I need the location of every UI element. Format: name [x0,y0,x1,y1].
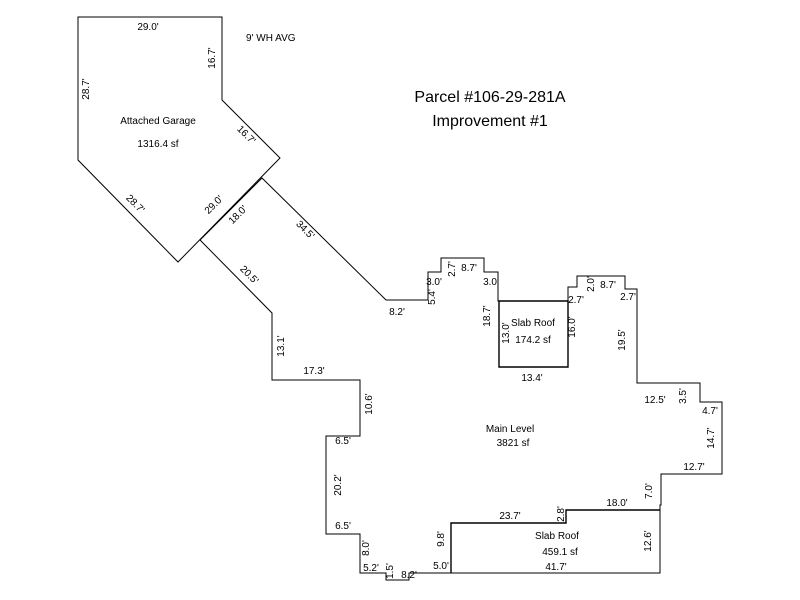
dim-label: 2.0' [586,276,597,292]
dim-label: 8.7' [461,263,477,274]
slab-roof-2-name: Slab Roof [535,531,579,542]
dim-label: 28.7' [81,78,92,99]
dim-label: 41.7' [545,562,566,573]
dim-label: 12.5' [644,395,665,406]
garage-name: Attached Garage [120,116,196,127]
slab-roof-1-outline [498,300,569,368]
dim-label: 5.0' [433,561,449,572]
dim-label: 6.5' [335,436,351,447]
dim-label: 16.0' [567,316,578,337]
slab-roof-1-area: 174.2 sf [515,335,551,346]
dim-label: 20.2' [333,474,344,495]
slab-roof-2-outline [450,509,660,573]
dim-label: 8.0' [361,540,372,556]
dim-label: 2.7' [447,261,458,277]
dim-label: 8.2' [401,570,417,581]
improvement-label: Improvement #1 [432,113,548,130]
dim-label: 1.5' [385,563,396,579]
dim-label: 12.7' [683,462,704,473]
dim-label: 29.0' [203,194,226,217]
dim-label: 18.7' [482,305,493,326]
dim-label: 8.7' [600,280,616,291]
dim-label: 10.6' [364,393,375,414]
dim-label: 13.0' [501,322,512,343]
wall-height-note: 9' WH AVG [246,33,296,44]
dim-label: 4.7' [702,406,718,417]
dim-label: 23.7' [499,511,520,522]
main-level-name: Main Level [486,424,534,435]
dim-label: 19.5' [617,329,628,350]
main-level-outline [199,177,723,581]
dim-label: 3.5' [678,388,689,404]
dim-label: 6.5' [335,521,351,532]
dim-label: 29.0' [137,22,158,33]
garage-area: 1316.4 sf [137,139,178,150]
dim-label: 13.4' [521,373,542,384]
dim-label: 12.6' [643,530,654,551]
dim-label: 2.7' [620,292,636,303]
parcel-number: Parcel #106-29-281A [414,89,566,106]
garage-outline [77,16,281,263]
dim-label: 17.3' [303,366,324,377]
dim-label: 28.7' [123,193,146,216]
dim-label: 5.2' [363,563,379,574]
dim-label: 2.7' [568,295,584,306]
dim-label: 18.0' [227,204,250,227]
dim-label: 3.0' [483,277,499,288]
dim-label: 34.5' [293,219,316,242]
dim-label: 13.1' [276,335,287,356]
dim-label: 7.0' [644,483,655,499]
slab-roof-1-name: Slab Roof [511,318,555,329]
dim-label: 20.5' [237,264,260,287]
main-level-area: 3821 sf [497,438,530,449]
dim-label: 2.8' [556,506,567,522]
dim-label: 16.7' [234,124,257,147]
dim-label: 8.2' [389,307,405,318]
dim-label: 5.4' [427,289,438,305]
dim-label: 14.7' [706,427,717,448]
dim-label: 9.8' [436,531,447,547]
dim-label: 3.0' [426,277,442,288]
dim-label: 18.0' [606,498,627,509]
dim-label: 16.7' [207,47,218,68]
slab-roof-2-area: 459.1 sf [542,547,578,558]
